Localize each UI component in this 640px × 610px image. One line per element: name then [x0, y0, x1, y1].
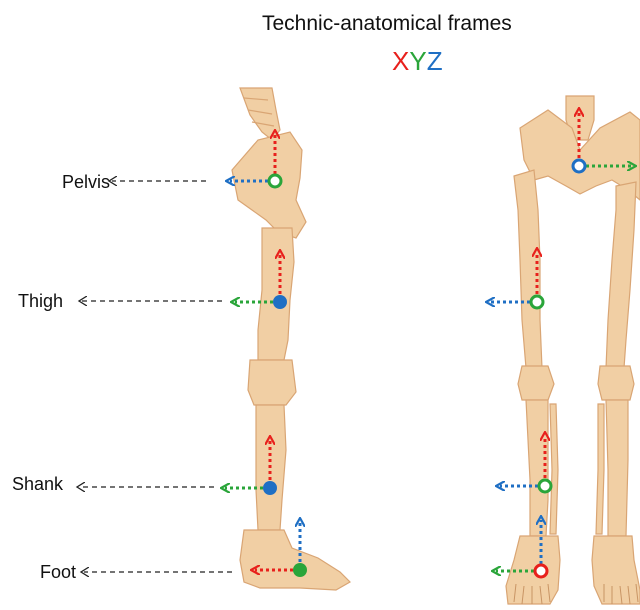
lateral-femur: [258, 228, 294, 360]
frontal-knee-right: [598, 366, 634, 400]
frontal-tibia-right: [606, 400, 628, 536]
frontal-knee-left: [518, 366, 554, 400]
frontal-leg-skeleton: [506, 96, 640, 604]
frontal-tibia-left: [526, 400, 548, 536]
frontal-foot-right: [592, 536, 640, 604]
lateral-spine: [240, 88, 280, 140]
frame-thigh-lateral: [235, 254, 287, 309]
frame-shank-lateral: [225, 440, 277, 495]
lateral-leg-skeleton: [232, 88, 350, 590]
frontal-fibula-right: [596, 404, 604, 534]
lateral-knee: [248, 360, 296, 405]
frontal-fibula-left: [550, 404, 558, 534]
leader-lines: [80, 181, 232, 572]
lateral-foot: [240, 530, 350, 590]
frontal-femur-right: [606, 182, 636, 368]
